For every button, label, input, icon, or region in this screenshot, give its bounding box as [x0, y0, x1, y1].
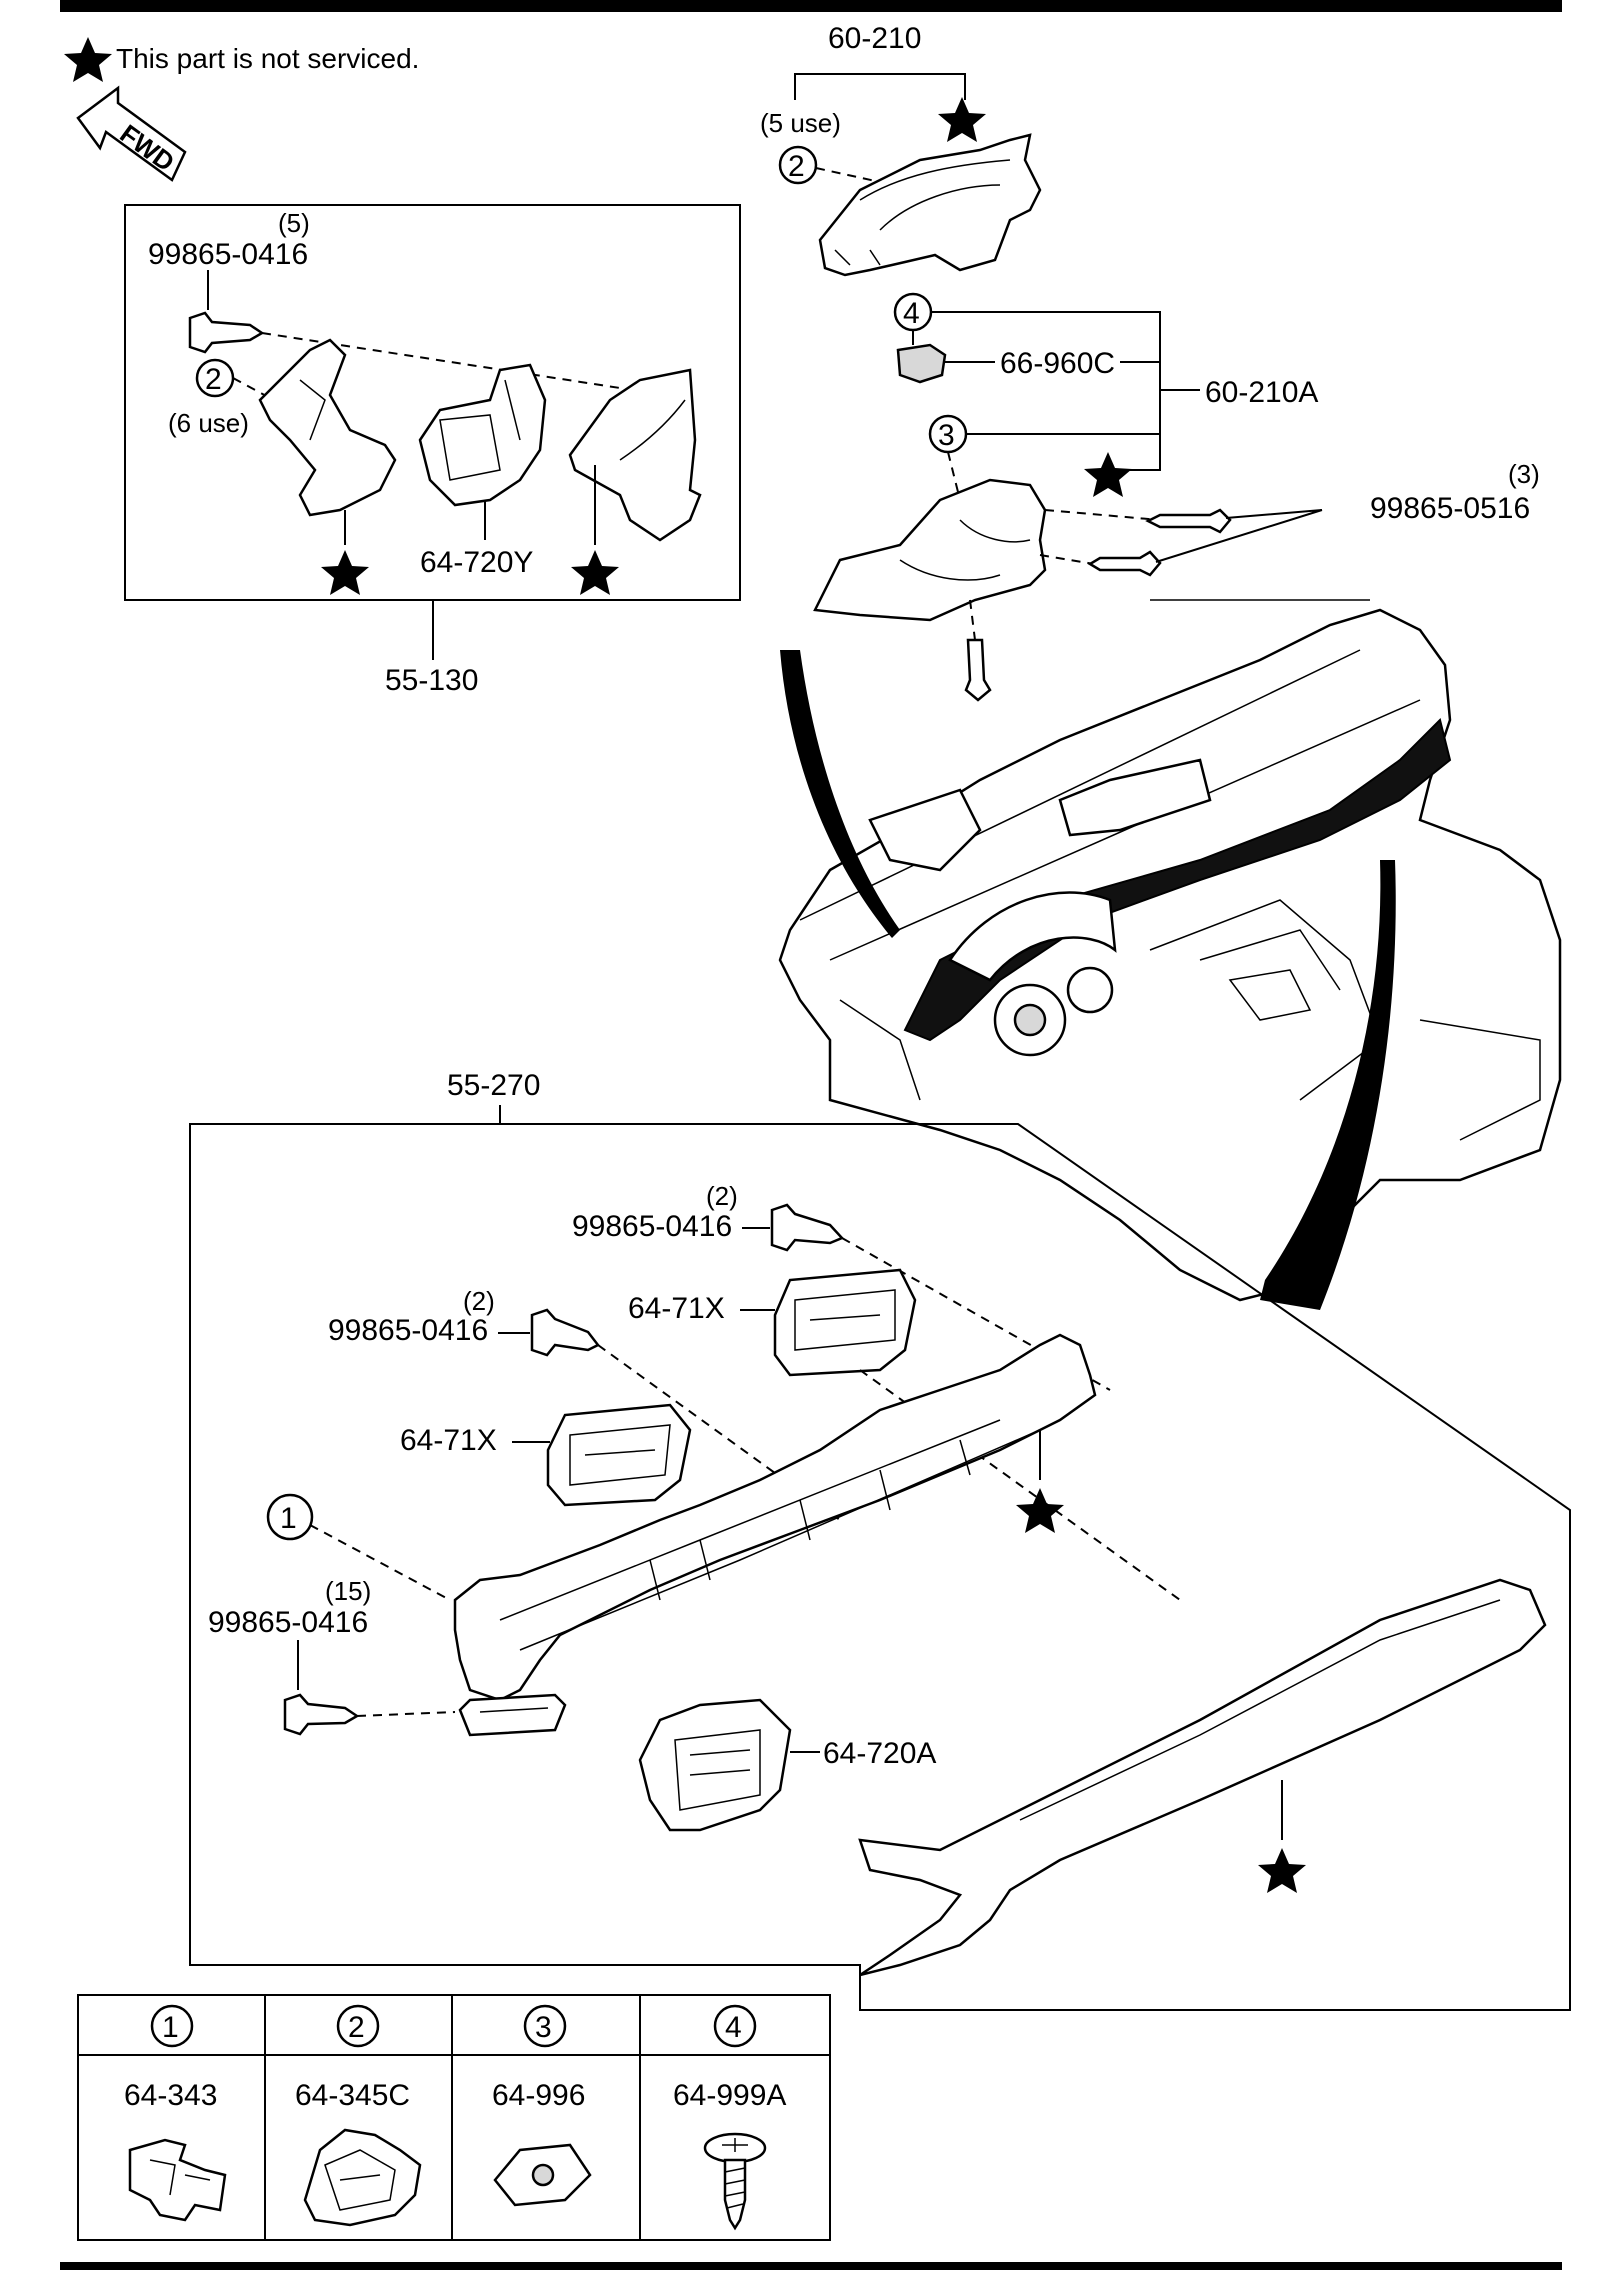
- ref-circle-2: [778, 145, 818, 185]
- top-border: [60, 0, 1562, 12]
- screw-icon: [1087, 550, 1162, 577]
- bolt-b-code: 99865-0416: [328, 1314, 488, 1347]
- bolt-a-qty: (2): [706, 1181, 738, 1211]
- vent-housing-part: [418, 363, 547, 507]
- label-64-71x-lower: 64-71X: [400, 1424, 497, 1457]
- screw-icon: [964, 638, 992, 702]
- ref-circle-1: [266, 1493, 314, 1541]
- legend-code-3: 64-996: [492, 2079, 585, 2112]
- group-60-210a: 4 60-210A 66-960C 3 (3) 99865-0516: [813, 292, 1540, 702]
- legend-num-2: 2: [348, 2011, 365, 2044]
- bracket-part: [258, 338, 397, 517]
- star-icon: [1084, 452, 1132, 497]
- vent-side-part: [638, 1698, 792, 1832]
- label-64-71x-upper: 64-71X: [628, 1292, 725, 1325]
- lower-cover-part: [813, 478, 1047, 622]
- screw-icon: [703, 2132, 767, 2231]
- bolt-a-code: 99865-0416: [572, 1210, 732, 1243]
- vent-upper-part: [773, 1268, 917, 1377]
- legend-code-2: 64-345C: [295, 2079, 410, 2112]
- legend-code-4: 64-999A: [673, 2079, 786, 2112]
- label-55-270: 55-270: [447, 1069, 540, 1102]
- ref-2b-label: 2: [205, 363, 222, 396]
- star-icon: [321, 550, 369, 595]
- star-icon: [1016, 1488, 1064, 1533]
- group-55-270: 55-270 (2) 99865-0416 (2) 99865-0416 64-…: [189, 1069, 1571, 2011]
- bolt-c-qty: (15): [325, 1576, 371, 1606]
- legend-circle-4: [713, 2004, 757, 2048]
- group-60-210: 60-210 (5 use) 2: [760, 22, 1042, 277]
- bolt-icon: [283, 1693, 360, 1736]
- ref-qty-6-use: (6 use): [168, 408, 249, 438]
- label-60-210: 60-210: [828, 22, 921, 55]
- bolt-qty-5: (5): [278, 208, 310, 238]
- bolt-icon: [188, 311, 265, 354]
- retainer-icon: [303, 2128, 422, 2227]
- group-55-270-box: [189, 1123, 1571, 2011]
- star-icon: [571, 550, 619, 595]
- label-66-960c: 66-960C: [1000, 347, 1115, 380]
- star-icon: [1258, 1848, 1306, 1893]
- label-55-130: 55-130: [385, 664, 478, 697]
- note-text: This part is not serviced.: [116, 43, 419, 74]
- legend-num-4: 4: [725, 2011, 742, 2044]
- star-icon: [64, 37, 112, 82]
- bolt-0516-code: 99865-0516: [1370, 492, 1530, 525]
- legend-code-1: 64-343: [124, 2079, 217, 2112]
- label-5-use: (5 use): [760, 108, 841, 138]
- ref-4-label: 4: [903, 297, 920, 330]
- bolt-icon: [530, 1308, 600, 1357]
- bolt-0516-qty: (3): [1508, 459, 1540, 489]
- bolt-icon: [770, 1203, 845, 1252]
- label-64-720a: 64-720A: [823, 1737, 936, 1770]
- not-serviced-note: This part is not serviced.: [64, 37, 419, 82]
- bolt-c-code: 99865-0416: [208, 1606, 368, 1639]
- column-cover-part: [818, 133, 1042, 277]
- ref-2-label: 2: [788, 150, 805, 183]
- trim-panel-part: [858, 1578, 1547, 1977]
- legend-num-1: 1: [162, 2011, 179, 2044]
- dashboard-illustration: [778, 599, 1562, 1310]
- bottom-border: [60, 2262, 1562, 2270]
- legend-num-3: 3: [535, 2011, 552, 2044]
- legend-table: 1 64-343 2 64-345C 3 64-996 4 64-999A: [77, 1994, 831, 2241]
- clip-icon: [128, 2138, 227, 2222]
- group-55-130: (5) 99865-0416 2 (6 use) 64-720Y 55-130: [124, 204, 741, 697]
- switch-part: [896, 343, 947, 384]
- nut-icon: [493, 2143, 592, 2207]
- ref-3-label: 3: [938, 419, 955, 452]
- side-panel-part: [568, 368, 702, 542]
- label-60-210a: 60-210A: [1205, 376, 1318, 409]
- legend-circle-3: [523, 2004, 567, 2048]
- ref-1-label: 1: [280, 1502, 297, 1535]
- vent-lower-part: [546, 1403, 692, 1507]
- bolt-b-qty: (2): [463, 1286, 495, 1316]
- legend-circle-2: [336, 2004, 380, 2048]
- label-64-720y: 64-720Y: [420, 546, 533, 579]
- bolt-code-0416-a: 99865-0416: [148, 238, 308, 271]
- panel-member-part: [453, 1333, 1097, 1702]
- screw-icon: [1145, 508, 1232, 534]
- legend-circle-1: [150, 2004, 194, 2048]
- star-icon: [938, 97, 986, 142]
- fwd-arrow-icon: FWD: [76, 85, 187, 182]
